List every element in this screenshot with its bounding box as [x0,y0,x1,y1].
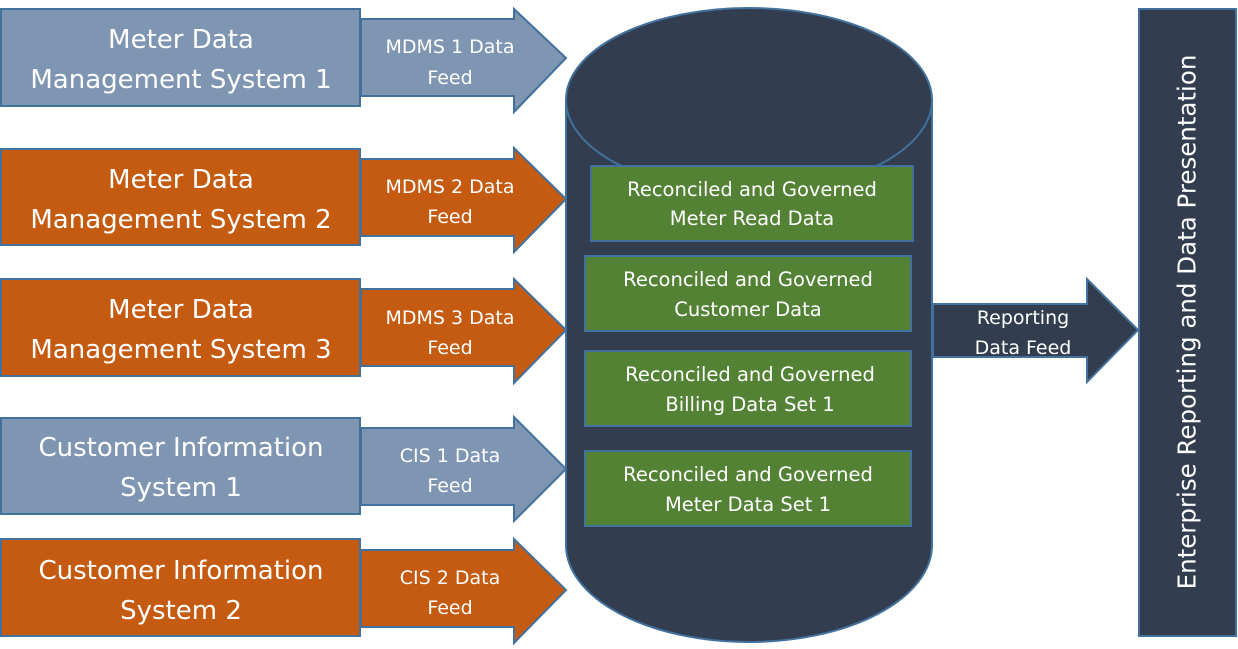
source-label-line1: Meter Data [108,165,254,195]
feed-label-line2: Feed [427,597,472,619]
data-set-label-line1: Reconciled and Governed [623,268,873,291]
source-label-line1: Customer Information [38,433,323,463]
feed-label-line1: MDMS 3 Data [385,307,514,329]
source-box-mdms-3: Meter Data Management System 3 [0,278,361,377]
data-set-label-line2: Customer Data [674,298,821,321]
reporting-feed-label-line2: Data Feed [975,337,1072,359]
source-label-line1: Meter Data [108,295,254,325]
feed-label-line2: Feed [427,67,472,89]
source-box-cis-1: Customer Information System 1 [0,417,361,515]
feed-arrow-mdms-2: MDMS 2 Data Feed [360,145,568,255]
feed-label-line2: Feed [427,337,472,359]
data-set-meter-read: Reconciled and Governed Meter Read Data [590,165,914,242]
data-set-label-line2: Meter Data Set 1 [665,493,831,516]
source-label-line2: Management System 3 [30,335,331,365]
feed-arrows: MDMS 1 Data Feed MDMS 2 Data Feed MDMS 3… [360,6,568,646]
source-box-mdms-2: Meter Data Management System 2 [0,148,361,246]
feed-label-line2: Feed [427,475,472,497]
reporting-feed-label-line1: Reporting [977,307,1069,329]
feed-label-line1: MDMS 2 Data [385,176,514,198]
source-label-line2: System 1 [120,473,242,503]
source-systems: Meter Data Management System 1 Meter Dat… [0,8,361,637]
feed-arrow-cis-1: CIS 1 Data Feed [360,414,568,524]
feed-label-line1: CIS 1 Data [400,445,500,467]
reporting-feed-arrow: Reporting Data Feed [932,276,1140,385]
source-label-line2: System 2 [120,596,242,626]
data-set-meter: Reconciled and Governed Meter Data Set 1 [584,450,912,527]
data-set-label-line1: Reconciled and Governed [627,178,877,201]
feed-arrow-mdms-1: MDMS 1 Data Feed [360,6,568,115]
governed-data-sets: Reconciled and Governed Meter Read Data … [584,165,914,527]
feed-label-line2: Feed [427,206,472,228]
feed-arrow-mdms-3: MDMS 3 Data Feed [360,276,568,386]
data-set-label-line1: Reconciled and Governed [625,363,875,386]
data-set-billing: Reconciled and Governed Billing Data Set… [584,350,912,427]
feed-label-line1: MDMS 1 Data [385,36,514,58]
enterprise-reporting-box: Enterprise Reporting and Data Presentati… [1138,8,1237,637]
source-box-mdms-1: Meter Data Management System 1 [0,8,361,107]
feed-arrow-cis-2: CIS 2 Data Feed [360,536,568,646]
source-label-line2: Management System 1 [30,65,331,95]
data-set-label-line2: Billing Data Set 1 [665,393,834,416]
source-label-line2: Management System 2 [30,205,331,235]
source-label-line1: Meter Data [108,25,254,55]
data-set-label-line2: Meter Read Data [670,207,834,230]
data-set-customer: Reconciled and Governed Customer Data [584,255,912,332]
data-set-label-line1: Reconciled and Governed [623,463,873,486]
source-label-line1: Customer Information [38,556,323,586]
source-box-cis-2: Customer Information System 2 [0,538,361,637]
feed-label-line1: CIS 2 Data [400,567,500,589]
enterprise-reporting-label: Enterprise Reporting and Data Presentati… [1173,55,1202,590]
